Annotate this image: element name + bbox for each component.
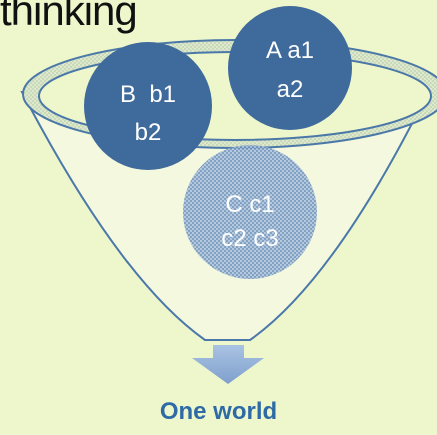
circle-c — [183, 145, 317, 279]
down-arrow-icon — [192, 345, 264, 384]
circle-a-line2: a2 — [277, 76, 304, 103]
circle-b-line1: B b1 — [120, 81, 176, 108]
heading-text: thinking — [0, 0, 138, 34]
circle-a-line1: A a1 — [266, 37, 314, 64]
circle-a — [228, 6, 352, 130]
circle-b — [84, 42, 212, 170]
circle-b-line2: b2 — [135, 119, 162, 146]
circle-c-line2: c2 c3 — [221, 225, 278, 252]
caption-text: One world — [159, 398, 278, 425]
circle-c-line1: C c1 — [225, 191, 274, 218]
